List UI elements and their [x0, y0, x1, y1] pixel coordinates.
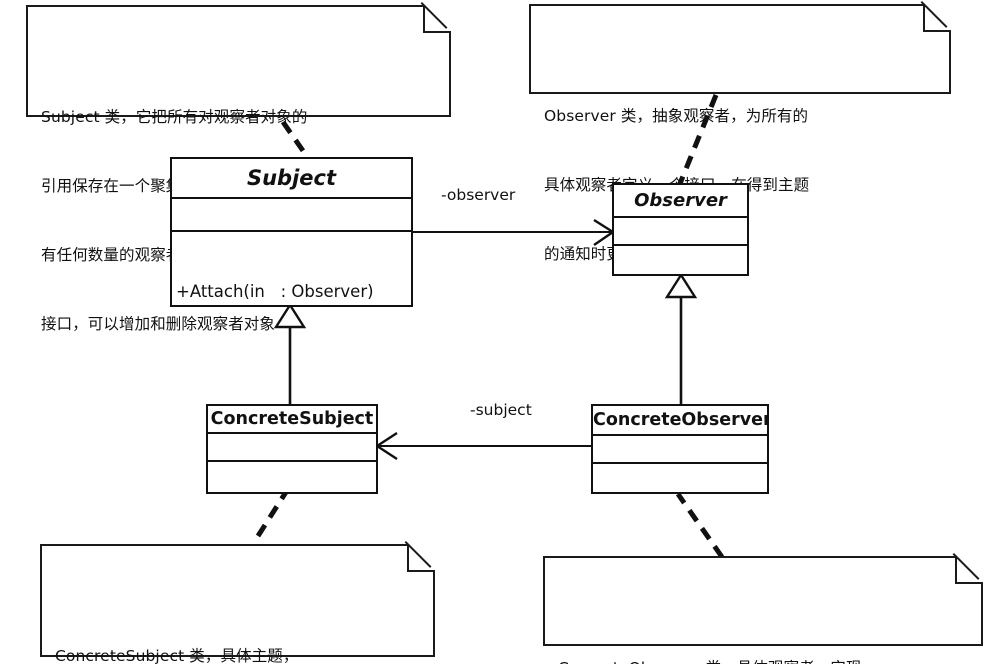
generalization-concretesubject-subject: [273, 302, 307, 404]
class-name-concrete-subject: ConcreteSubject: [208, 406, 376, 434]
hollow-triangle-icon: [273, 302, 307, 329]
note-subject: Subject 类，它把所有对观察者对象的 引用保存在一个聚集里，每个主题都可以…: [26, 5, 451, 333]
note-fold-corner-icon: [955, 556, 983, 584]
association-concreteobserver-concretesubject: [374, 431, 591, 461]
class-name-concrete-observer: ConcreteObserver: [593, 406, 767, 436]
note-subject-line-0: Subject 类，它把所有对观察者对象的: [41, 108, 308, 126]
note-fold-corner-icon: [407, 544, 435, 572]
class-name-observer: Observer: [614, 185, 747, 218]
note-observer-line-0: Observer 类，抽象观察者，为所有的: [544, 107, 809, 125]
hollow-triangle-icon: [664, 272, 698, 299]
class-box-concrete-subject[interactable]: ConcreteSubject +SubjectState: [206, 404, 378, 494]
class-box-subject[interactable]: Subject +Attach(in : Observer) +Detach(i…: [170, 157, 413, 307]
class-attributes-observer: [614, 218, 747, 246]
class-name-subject: Subject: [172, 159, 411, 199]
class-operations-concrete-subject: [208, 462, 376, 492]
note-link-observer: [676, 94, 719, 187]
note-concrete-subject: ConcreteSubject 类，具体主题， 将有关状态存入具体现察者对象； …: [40, 544, 435, 664]
class-attributes-concrete-observer: -observerState: [593, 436, 767, 464]
class-operations-observer: +Update (): [614, 246, 747, 274]
generalization-concreteobserver-observer: [664, 272, 698, 404]
note-fold-corner-icon: [923, 4, 951, 32]
class-operations-concrete-observer: +Update (): [593, 464, 767, 492]
note-link-concrete-observer: [675, 492, 725, 559]
class-attributes-subject: [172, 199, 411, 232]
class-box-concrete-observer[interactable]: ConcreteObserver -observerState +Update …: [591, 404, 769, 494]
note-concrete-subject-line-0: ConcreteSubject 类，具体主题，: [55, 647, 299, 664]
edge-label-subject-role: -subject: [470, 401, 532, 419]
edge-label-observer-role: -observer: [441, 186, 516, 204]
note-observer: Observer 类，抽象观察者，为所有的 具体观察者定义一个接口，在得到主题 …: [529, 4, 951, 263]
class-attributes-concrete-subject: +SubjectState: [208, 434, 376, 462]
operation-attach: +Attach(in : Observer): [176, 282, 374, 301]
note-fold-corner-icon: [423, 5, 451, 33]
note-concrete-observer: ConcreteObserver 类，具体观察者，实现 抽象观察者角色所要求的更…: [543, 556, 983, 664]
note-link-concrete-subject: [255, 490, 289, 538]
note-subject-line-3: 接口，可以增加和删除观察者对象: [41, 315, 276, 333]
class-operations-subject: +Attach(in : Observer) +Detach(in : Obse…: [172, 232, 411, 303]
note-link-subject: [280, 120, 311, 160]
note-concrete-observer-line-0: ConcreteObserver 类，具体观察者，实现: [558, 657, 969, 664]
class-box-observer[interactable]: Observer +Update (): [612, 183, 749, 276]
